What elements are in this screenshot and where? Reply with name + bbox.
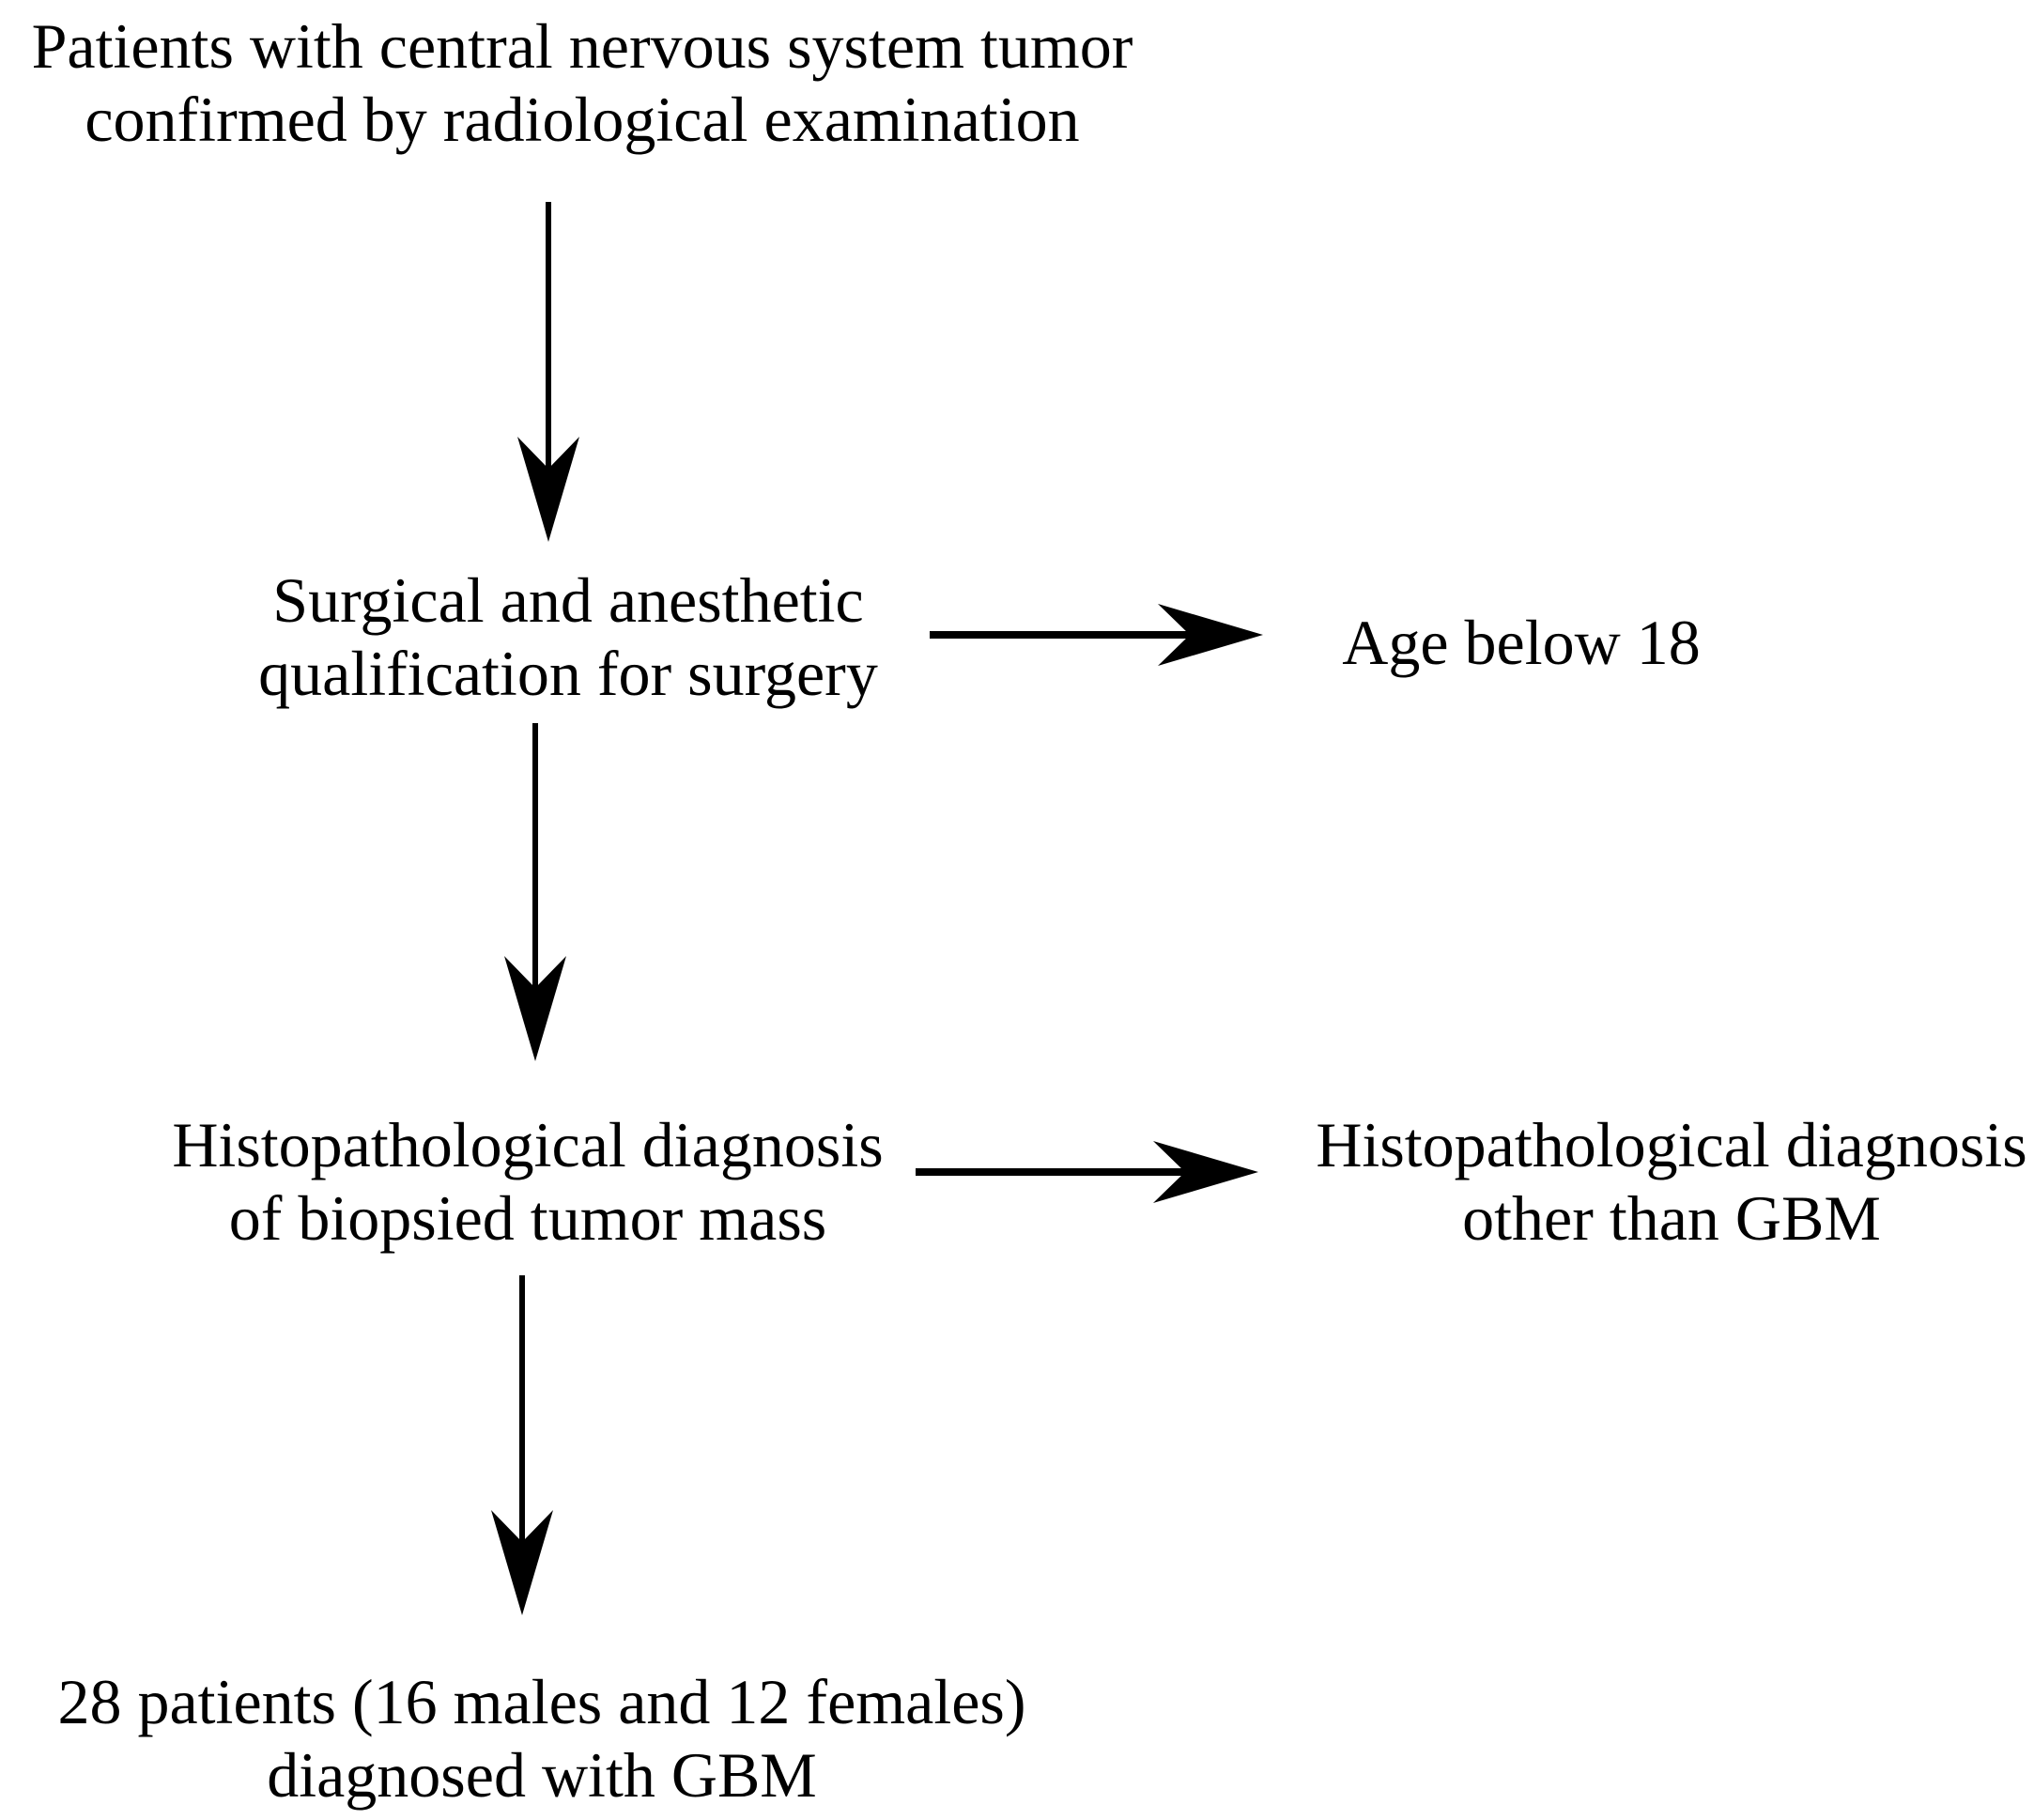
node-exclusion-other-than-gbm-line1: Histopathological diagnosis	[1316, 1109, 2027, 1180]
node-gbm-diagnosed-line2: diagnosed with GBM	[267, 1739, 817, 1811]
node-cns-tumor-line1: Patients with central nervous system tum…	[31, 10, 1133, 82]
node-exclusion-age-below-18: Age below 18	[1333, 606, 1709, 679]
down-arrow-1	[517, 202, 579, 542]
node-surgical-qualification-line2: qualification for surgery	[258, 638, 878, 709]
node-gbm-diagnosed-line1: 28 patients (16 males and 12 females)	[57, 1666, 1026, 1737]
node-surgical-qualification-line1: Surgical and anesthetic	[272, 564, 864, 636]
down-arrow-2	[504, 723, 566, 1061]
right-arrowhead-1	[1158, 604, 1263, 666]
node-cns-tumor-line2: confirmed by radiological examination	[85, 84, 1080, 155]
node-histopathological-diagnosis-line1: Histopathological diagnosis	[172, 1109, 884, 1180]
node-gbm-diagnosed: 28 patients (16 males and 12 females) di…	[25, 1665, 1058, 1812]
down-arrow-3	[491, 1275, 553, 1615]
node-histopathological-diagnosis: Histopathological diagnosis of biopsied …	[152, 1108, 903, 1255]
node-histopathological-diagnosis-line2: of biopsied tumor mass	[228, 1182, 827, 1254]
node-cns-tumor: Patients with central nervous system tum…	[19, 9, 1146, 156]
node-surgical-qualification: Surgical and anesthetic qualification fo…	[193, 563, 944, 710]
node-exclusion-age-below-18-line1: Age below 18	[1342, 607, 1701, 678]
node-exclusion-other-than-gbm-line2: other than GBM	[1462, 1182, 1881, 1254]
down-arrowhead-3	[491, 1510, 553, 1615]
node-exclusion-other-than-gbm: Histopathological diagnosis other than G…	[1296, 1108, 2034, 1255]
right-arrow-1	[930, 604, 1263, 666]
down-arrowhead-2	[504, 956, 566, 1061]
right-arrowhead-2	[1153, 1141, 1258, 1203]
right-arrow-2	[916, 1141, 1258, 1203]
down-arrowhead-1	[517, 437, 579, 542]
